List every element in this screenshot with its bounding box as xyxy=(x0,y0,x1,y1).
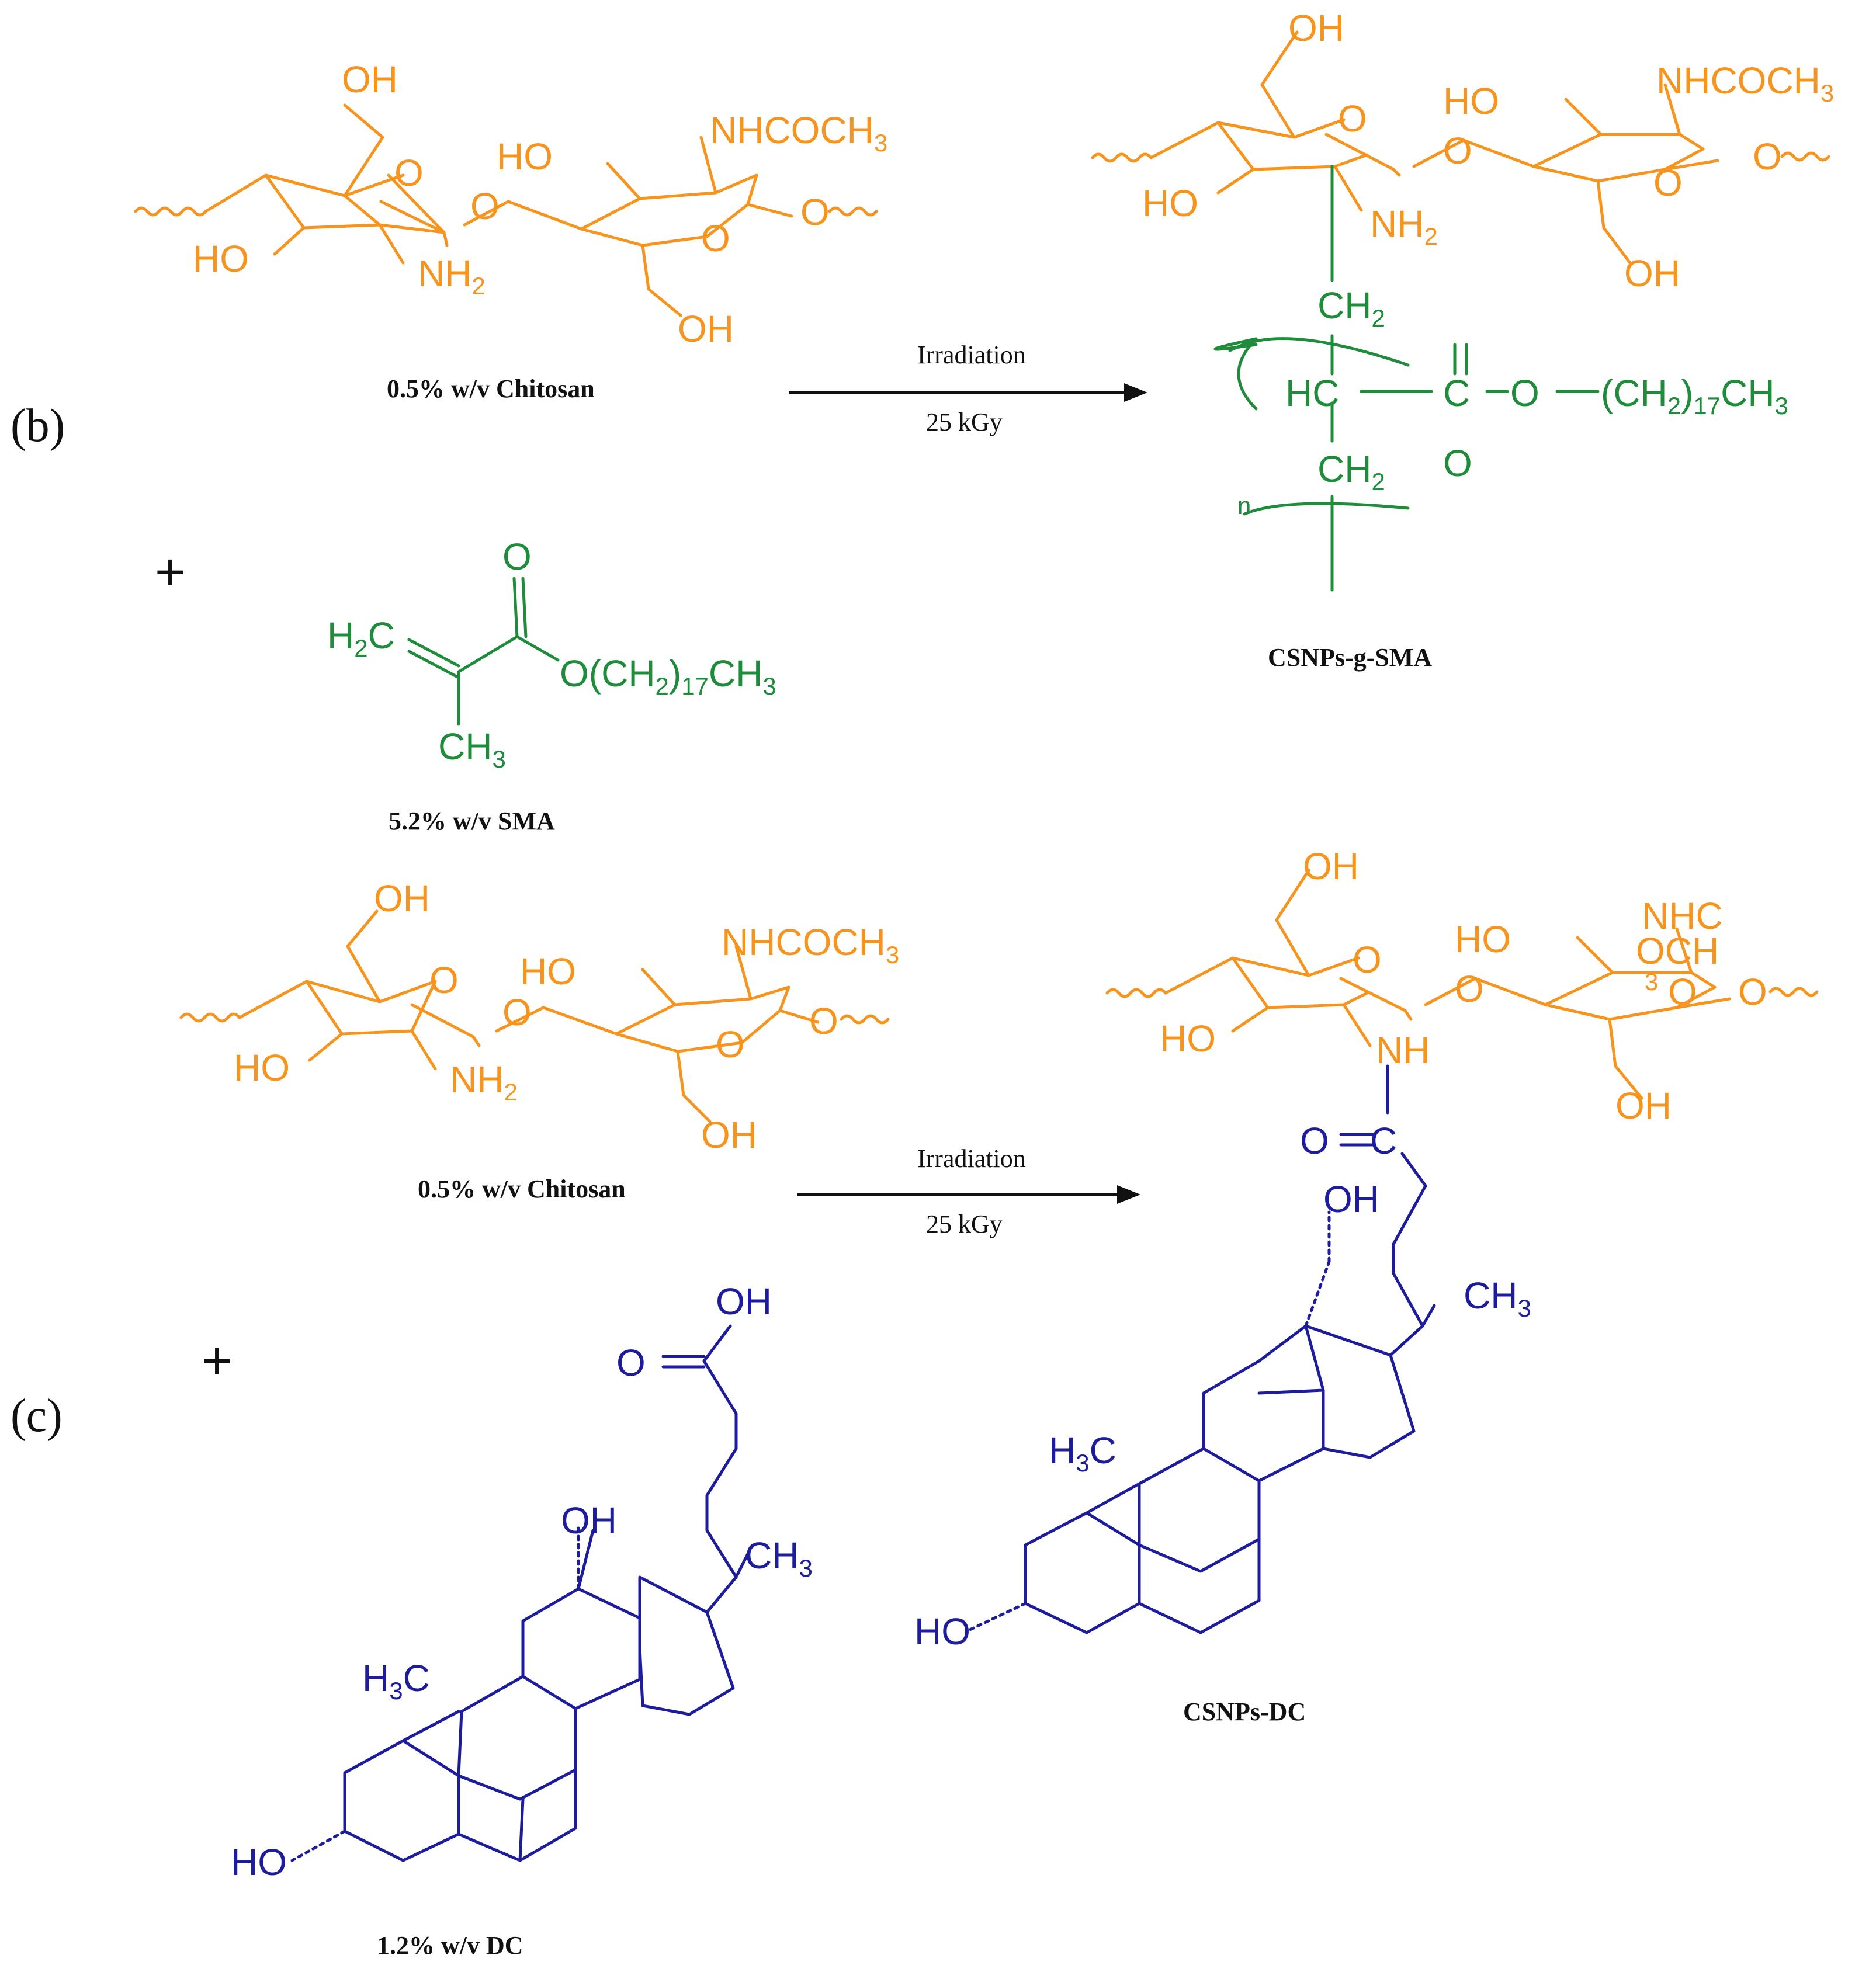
atom-glycosidic-o: O xyxy=(1443,130,1472,172)
atom-acid-oh: OH xyxy=(716,1280,772,1322)
atom-hc: HC xyxy=(1285,372,1339,414)
atom-och3-subscript: 3 xyxy=(1645,968,1658,995)
plus-sign-c: + xyxy=(202,1332,233,1390)
atom-och3: OCH xyxy=(1636,930,1719,972)
atom-ring-o: O xyxy=(394,152,424,194)
atom-oh: OH xyxy=(374,877,430,919)
atom-ring-o: O xyxy=(1338,98,1367,140)
atom-ring-o: O xyxy=(1353,939,1382,981)
csnps-dc-product: OH O HO NH O HO NHC OCH 3 O O OH C O OH … xyxy=(914,845,1819,1652)
reaction-arrow-b: Irradiation 25 kGy xyxy=(789,341,1147,436)
caption-csnps-g-sma: CSNPs-g-SMA xyxy=(1268,643,1432,672)
atom-ho: HO xyxy=(497,136,553,178)
atom-oh-12: OH xyxy=(1323,1178,1379,1220)
atom-ring-o: O xyxy=(1653,162,1683,204)
sma-monomer: O H2C O(CH2)17CH3 CH3 xyxy=(327,536,776,773)
caption-chitosan-c: 0.5% w/v Chitosan xyxy=(418,1175,626,1203)
atom-ho: HO xyxy=(1443,80,1499,122)
atom-h3c: H3C xyxy=(362,1657,430,1704)
atom-nh2: NH2 xyxy=(1370,203,1438,250)
atom-methyl: CH3 xyxy=(438,725,506,773)
atom-ho: HO xyxy=(520,950,576,992)
atom-ho: HO xyxy=(193,238,249,280)
condition-irradiation-b: Irradiation xyxy=(917,341,1026,369)
atom-oh: OH xyxy=(342,58,398,100)
atom-ester-chain: O(CH2)17CH3 xyxy=(560,652,776,700)
condition-dose-b: 25 kGy xyxy=(926,408,1003,436)
deoxycholic-acid-reactant: OH O CH3 OH H3C HO xyxy=(231,1280,813,1883)
atom-amide-o: O xyxy=(1300,1120,1329,1162)
atom-glycosidic-o: O xyxy=(502,991,532,1033)
atom-carbonyl-o: O xyxy=(1443,442,1472,484)
condition-dose-c: 25 kGy xyxy=(926,1210,1003,1238)
atom-ho-3: HO xyxy=(231,1841,287,1883)
chitosan-reactant-b: OH O HO NH2 O HO NHCOCH3 O O OH xyxy=(134,58,887,350)
panel-label-b: (b) xyxy=(11,400,65,452)
caption-csnps-dc: CSNPs-DC xyxy=(1183,1697,1306,1726)
atom-carbonyl-o: O xyxy=(502,536,532,578)
atom-carbonyl-c: C xyxy=(1443,372,1470,414)
atom-methyl: CH3 xyxy=(1464,1275,1531,1322)
atom-ester-chain: (CH2)17CH3 xyxy=(1601,372,1788,419)
atom-ch2-bottom: CH2 xyxy=(1317,448,1385,495)
atom-acid-o: O xyxy=(616,1342,646,1384)
atom-ester-o: O xyxy=(1510,372,1539,414)
atom-ring-o: O xyxy=(701,217,730,259)
atom-o: O xyxy=(809,1000,838,1042)
atom-ho-3: HO xyxy=(914,1610,970,1652)
atom-h3c: H3C xyxy=(1049,1429,1116,1477)
atom-oh: OH xyxy=(1303,845,1359,887)
atom-ring-o: O xyxy=(716,1023,745,1065)
atom-o: O xyxy=(1753,136,1782,178)
chitosan-reactant-c: OH O HO NH2 O HO NHCOCH3 O O OH xyxy=(179,877,899,1156)
atom-h2c: H2C xyxy=(327,615,395,662)
atom-ho: HO xyxy=(1455,918,1511,960)
atom-oh: OH xyxy=(1615,1085,1672,1127)
atom-nhcoch3: NHCOCH3 xyxy=(722,921,899,968)
reaction-arrow-c: Irradiation 25 kGy xyxy=(797,1144,1140,1238)
atom-oh: OH xyxy=(701,1114,757,1156)
atom-nh2: NH2 xyxy=(450,1058,518,1106)
atom-ho: HO xyxy=(1142,182,1198,224)
atom-glycosidic-o: O xyxy=(470,185,500,227)
caption-chitosan-b: 0.5% w/v Chitosan xyxy=(387,374,595,403)
atom-oh-12: OH xyxy=(561,1499,617,1542)
atom-glycosidic-o: O xyxy=(1455,968,1484,1010)
atom-nh: NH xyxy=(1376,1029,1430,1071)
atom-methyl: CH3 xyxy=(745,1534,813,1582)
panel-label-c: (c) xyxy=(11,1390,63,1442)
atom-ch2-top: CH2 xyxy=(1317,284,1385,332)
atom-oh: OH xyxy=(678,308,734,350)
atom-nhc: NHC xyxy=(1642,895,1723,937)
atom-o: O xyxy=(800,191,830,233)
repeat-unit-n: n xyxy=(1237,492,1251,519)
atom-ho: HO xyxy=(234,1047,290,1089)
csnps-g-sma-product: OH O HO NH2 O HO NHCOCH3 O O OH CH2 HC C… xyxy=(1091,7,1834,592)
caption-sma: 5.2% w/v SMA xyxy=(389,807,555,835)
atom-nhcoch3: NHCOCH3 xyxy=(710,109,887,157)
condition-irradiation-c: Irradiation xyxy=(917,1144,1026,1173)
atom-nh2: NH2 xyxy=(418,252,486,300)
atom-oh: OH xyxy=(1288,7,1344,49)
plus-sign-b: + xyxy=(155,543,186,602)
atom-nhcoch3: NHCOCH3 xyxy=(1656,60,1834,107)
atom-amide-c: C xyxy=(1370,1120,1397,1162)
atom-oh: OH xyxy=(1624,252,1680,294)
atom-ho: HO xyxy=(1160,1018,1216,1060)
caption-dc: 1.2% w/v DC xyxy=(377,1931,523,1960)
atom-ring-o: O xyxy=(429,959,459,1001)
atom-o: O xyxy=(1738,971,1767,1013)
atom-ring-o: O xyxy=(1668,971,1697,1013)
